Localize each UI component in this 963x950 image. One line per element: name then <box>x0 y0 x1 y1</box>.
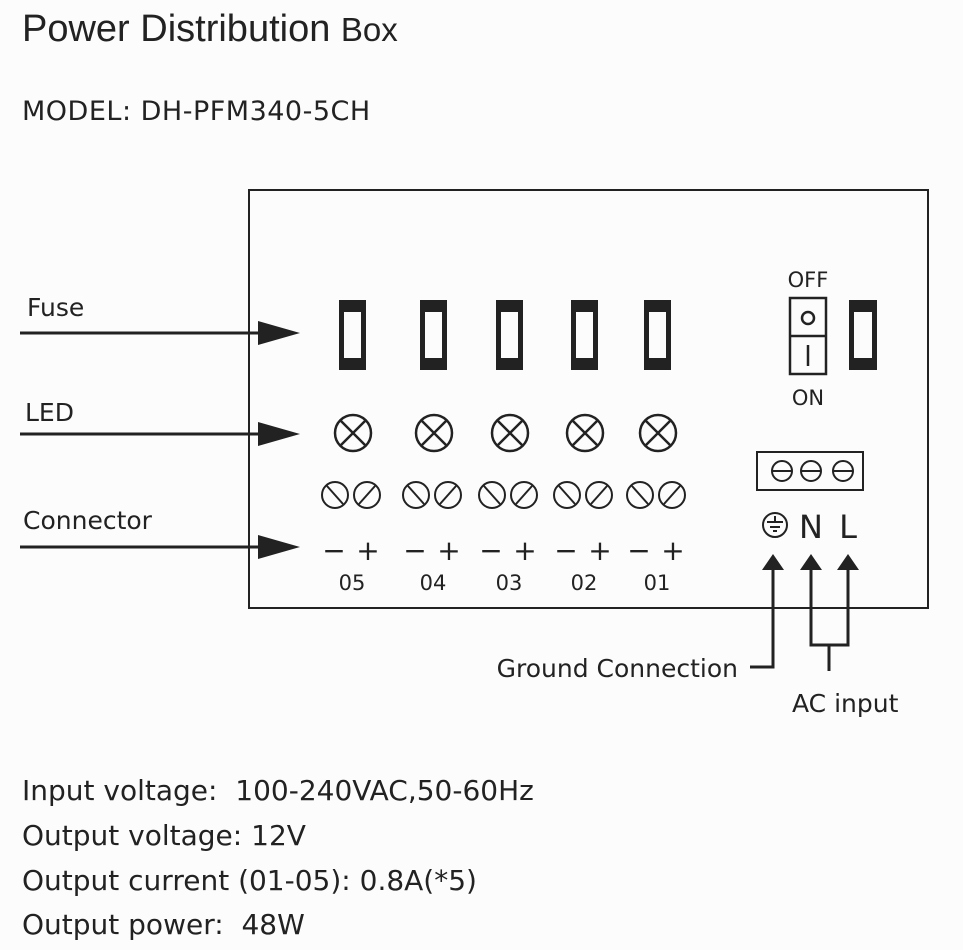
channel-02: −+02 <box>553 300 613 595</box>
connector-arrow-head <box>258 535 300 559</box>
power-switch[interactable] <box>788 296 828 376</box>
plus-sign: + <box>661 534 684 567</box>
connector-04-screws <box>402 481 462 509</box>
connector-03-screws <box>478 481 538 509</box>
channel-number: 02 <box>571 571 598 595</box>
minus-sign: − <box>479 534 502 567</box>
enclosure-outline <box>248 189 929 609</box>
spec-value: 48W <box>241 908 305 941</box>
channel-number: 04 <box>420 571 447 595</box>
neutral-label: N <box>799 508 823 546</box>
ground-symbol-icon <box>762 512 788 538</box>
live-arrow-head <box>837 554 859 570</box>
spec-label: Output power: <box>22 908 224 941</box>
spec-label: Output voltage: <box>22 819 243 852</box>
channel-number: 03 <box>496 571 523 595</box>
spec-value: 12V <box>251 819 306 852</box>
fuse-05 <box>339 300 366 370</box>
connector-label: Connector <box>23 506 153 535</box>
plus-sign: + <box>437 534 460 567</box>
main-fuse <box>849 300 877 370</box>
fuse-arrow-head <box>258 321 300 345</box>
title-main: Power Distribution <box>22 8 331 50</box>
led-03-icon <box>490 413 530 453</box>
minus-sign: − <box>322 534 345 567</box>
plus-sign: + <box>356 534 379 567</box>
spec-input-voltage: Input voltage: 100-240VAC,50-60Hz <box>22 774 534 807</box>
plus-sign: + <box>588 534 611 567</box>
channel-03: −+03 <box>478 300 538 595</box>
fuse-02 <box>571 300 598 370</box>
minus-sign: − <box>554 534 577 567</box>
channel-number: 05 <box>339 571 366 595</box>
page-title: Power Distribution Box <box>22 8 398 51</box>
plus-sign: + <box>513 534 536 567</box>
ground-arrow-head <box>762 554 784 570</box>
connector-01-screws <box>626 481 686 509</box>
title-suffix: Box <box>340 11 398 48</box>
led-arrow-head <box>258 422 300 446</box>
channel-group: −+05−+04−+03−+02−+01 <box>321 300 686 595</box>
connector-05-screws <box>321 481 381 509</box>
spec-value: 0.8A(*5) <box>359 864 477 897</box>
channel-05: −+05 <box>321 300 381 595</box>
led-05-icon <box>333 413 373 453</box>
off-symbol <box>800 310 816 326</box>
spec-output-power: Output power: 48W <box>22 908 305 941</box>
led-04-icon <box>414 413 454 453</box>
spec-label: Output current (01-05): <box>22 864 351 897</box>
minus-sign: − <box>627 534 650 567</box>
live-label: L <box>839 508 857 546</box>
led-label: LED <box>25 398 74 427</box>
fuse-04 <box>420 300 447 370</box>
ac-terminal-block <box>756 451 864 491</box>
led-01-icon <box>638 413 678 453</box>
channel-number: 01 <box>644 571 671 595</box>
spec-label: Input voltage: <box>22 774 218 807</box>
spec-value: 100-240VAC,50-60Hz <box>235 774 534 807</box>
spec-output-voltage: Output voltage: 12V <box>22 819 306 852</box>
ground-connection-label: Ground Connection <box>497 654 738 683</box>
ac-input-label: AC input <box>792 689 899 718</box>
minus-sign: − <box>403 534 426 567</box>
channel-04: −+04 <box>402 300 462 595</box>
connector-02-screws <box>553 481 613 509</box>
model-number: MODEL: DH-PFM340-5CH <box>22 96 371 127</box>
switch-on-label: ON <box>792 386 824 410</box>
spec-output-current: Output current (01-05): 0.8A(*5) <box>22 864 477 897</box>
fuse-01 <box>644 300 671 370</box>
ground-arrow-line <box>750 568 775 669</box>
ac-terminal-screws <box>771 460 854 482</box>
ac-input-arrow-line <box>809 568 850 671</box>
led-02-icon <box>565 413 605 453</box>
neutral-arrow-head <box>800 554 822 570</box>
fuse-label: Fuse <box>27 293 84 322</box>
fuse-03 <box>496 300 523 370</box>
switch-off-label: OFF <box>788 268 829 292</box>
channel-01: −+01 <box>626 300 686 595</box>
